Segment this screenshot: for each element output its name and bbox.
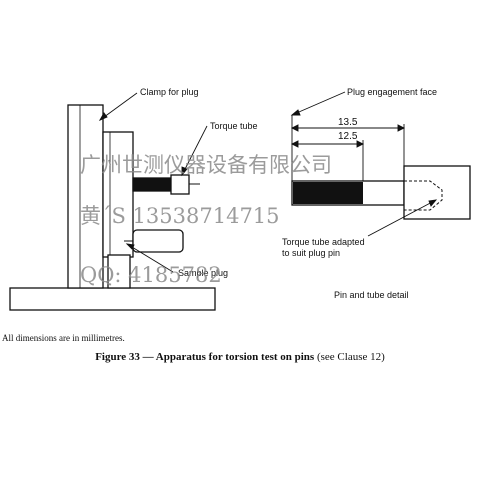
figure-caption: Figure 33 — Apparatus for torsion test o… [95,351,385,363]
tube-body [403,165,471,220]
dimension-13-5: 13.5 [338,117,358,128]
torque-tube-end [170,174,190,195]
apparatus-drawing [9,104,216,311]
watermark-company: 广州世测仪器设备有限公司 [80,153,332,177]
leader-lines-right [290,91,438,237]
plug-pin [132,229,184,253]
label-adapted-line2: to suit plug pin [282,248,340,258]
pin-tube-detail-drawing [291,165,471,220]
dimension-12-5: 12.5 [338,131,358,142]
torque-tube-shaft [132,177,172,192]
watermark-phone: 黄ˊS 13538714715 [80,204,280,228]
leader-lines-left [98,92,208,273]
label-torque-tube: Torque tube [210,121,258,131]
dimensions-note: All dimensions are in millimetres. [2,333,125,343]
label-adapted-line1: Torque tube adapted [282,237,365,247]
clamp-body [102,131,134,258]
caption-bold: Figure 33 — Apparatus for torsion test o… [95,351,315,363]
watermark-qq: QQ: 4185782 [80,263,222,287]
caption-regular: (see Clause 12) [314,351,385,363]
label-pin-tube-detail: Pin and tube detail [334,290,409,300]
label-sample-plug: Sample plug [178,268,228,278]
plug-housing [107,254,131,289]
pin-engaged-section [293,182,363,204]
dimension-lines [290,115,406,181]
hidden-pin-outline [404,180,443,211]
clamp-post [67,104,104,289]
base-plate [9,287,216,311]
label-plug-engagement-face: Plug engagement face [347,87,437,97]
label-clamp-for-plug: Clamp for plug [140,87,199,97]
